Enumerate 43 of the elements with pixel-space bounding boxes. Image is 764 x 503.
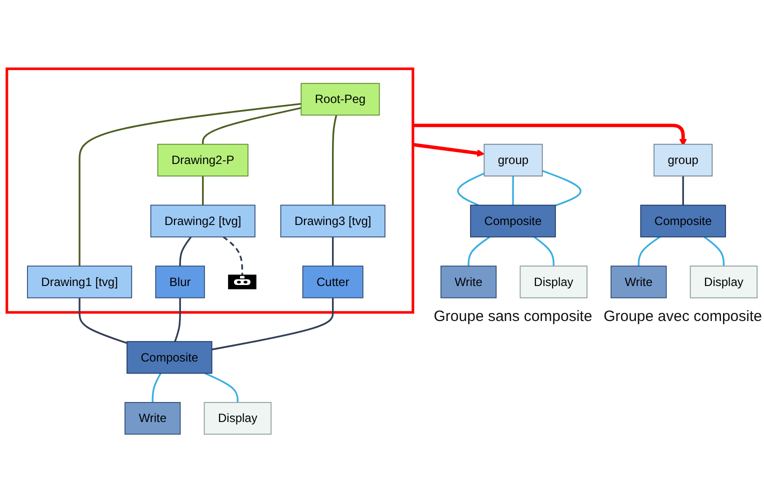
node-box: Composite [640,204,726,238]
node-box: Blur [155,266,205,298]
connector [212,298,334,350]
node-box: Display [204,402,272,435]
node-box: Write [124,402,181,435]
connector [468,236,490,266]
node-box: Drawing1 [tvg] [27,266,132,298]
node-box: Display [690,266,758,298]
connector [202,176,204,206]
node-box: Composite [126,341,212,374]
connector [152,372,162,402]
node-box: Cutter [302,266,364,298]
arrow [412,124,687,146]
connector [332,236,334,266]
node-box: group [654,144,713,176]
node-box: Write [440,266,497,298]
connector [534,236,554,266]
node-box: Root-Peg [300,82,380,116]
caption-text: Groupe avec composite [604,308,762,325]
connector [638,236,660,266]
connector [222,236,244,276]
node-box: group [484,144,543,176]
connector [682,176,684,206]
node-box: Drawing2 [tvg] [150,204,256,238]
connector [204,372,239,402]
connector [78,102,302,266]
arrow [412,142,484,157]
connector [542,170,582,206]
cluster [6,68,414,314]
connector [704,236,725,266]
node-box: Drawing3 [tvg] [280,204,386,238]
connector [457,172,485,206]
connector [179,236,192,266]
connector [512,176,514,206]
connector [332,114,338,206]
connector [174,298,181,342]
connector [202,107,302,144]
node-box: Write [610,266,667,298]
node-box: Composite [470,204,556,238]
node-box: Display [520,266,588,298]
node-box: Drawing2-P [157,144,248,176]
caption-text: Groupe sans composite [434,308,592,325]
connector [78,298,128,344]
